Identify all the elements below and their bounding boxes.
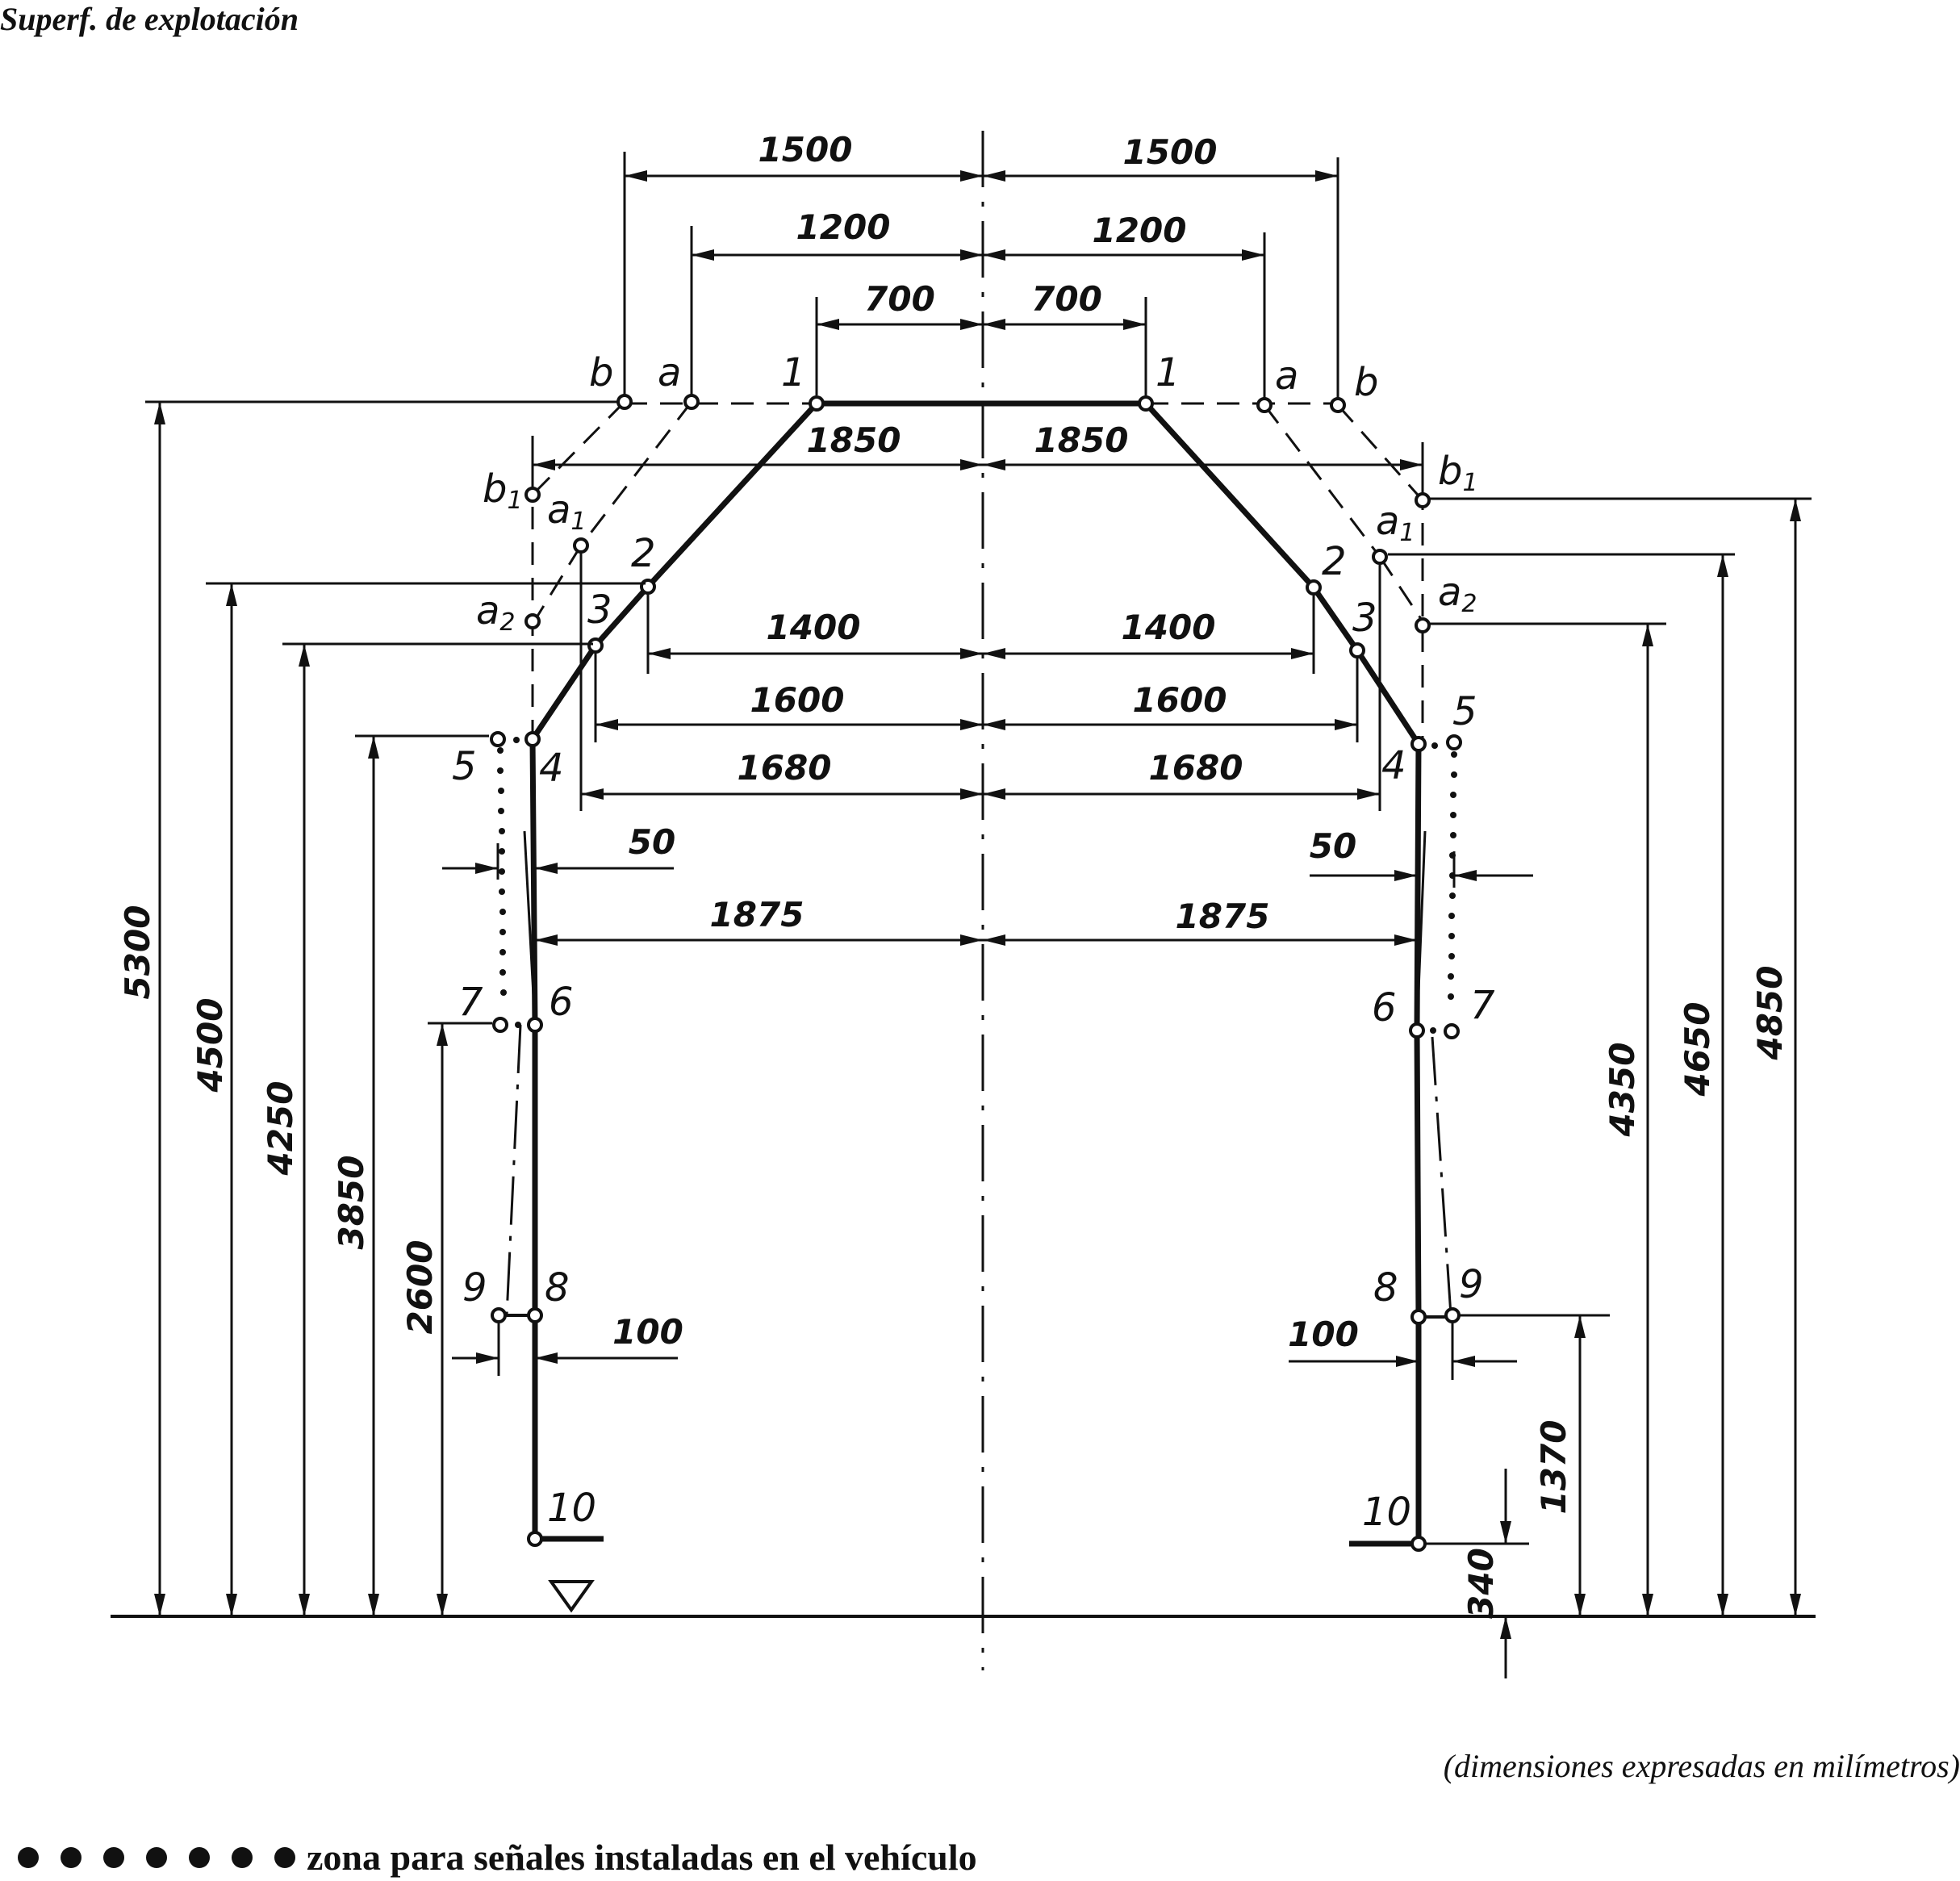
profile-nodes [490,394,1462,1552]
dim-1600-right: 1600 [1133,680,1227,720]
dim-1500-right: 1500 [1123,132,1218,172]
label-10-left: 10 [547,1486,596,1531]
label-a-left: a [658,350,681,395]
dim-50-left: 50 [629,822,675,862]
dim-4500: 4500 [190,998,230,1093]
rail-top-marker [548,1580,595,1613]
label-9-right: 9 [1459,1262,1484,1307]
dim-1400-left: 1400 [767,608,861,647]
label-5-right: 5 [1452,689,1477,734]
label-a1-right: a1 [1376,499,1415,547]
dim-5300: 5300 [118,905,157,1000]
dim-1850-left: 1850 [807,420,901,460]
label-b-right: b [1354,360,1378,405]
dim-1600-left: 1600 [750,680,845,720]
gauge-profile-right [1143,401,1422,1543]
dim-1875-right: 1875 [1176,897,1270,936]
label-2-left: 2 [631,531,656,576]
legend: zona para señales instaladas en el vehíc… [18,1836,977,1879]
dim-340: 340 [1461,1548,1501,1619]
legend-dot [274,1846,295,1868]
label-3-right: 3 [1352,596,1377,641]
label-b1-right: b1 [1438,449,1478,497]
label-4-left: 4 [539,746,564,791]
vertical-dimensions [154,402,1801,1616]
label-b1-left: b1 [483,466,523,515]
label-5-left: 5 [452,744,477,789]
label-a2-left: a2 [476,588,516,637]
dim-1680-right: 1680 [1149,748,1243,788]
horizontal-dimensions [533,170,1423,946]
extension-lines [145,152,1812,1545]
label-6-right: 6 [1372,985,1397,1030]
dim-1850-right: 1850 [1034,420,1129,460]
legend-dot [61,1846,81,1868]
label-7-right: 7 [1470,983,1495,1028]
signal-zone-dots [497,737,1457,1034]
label-a1-left: a1 [547,487,587,536]
dim-1500-left: 1500 [759,130,853,169]
dim-1875-left: 1875 [710,895,804,934]
dim-100-left: 100 [612,1312,683,1352]
label-10-right: 10 [1362,1490,1411,1535]
dim-4350: 4350 [1603,1043,1642,1138]
dim-1400-right: 1400 [1122,608,1216,647]
small-dimensions [442,863,1533,1367]
dim-1370: 1370 [1534,1420,1573,1515]
label-8-left: 8 [545,1265,570,1310]
legend-dot [18,1846,39,1868]
label-1-right: 1 [1156,350,1181,395]
dim-700-left: 700 [864,279,935,319]
legend-dot [232,1846,253,1868]
dim-100-right: 100 [1288,1315,1359,1354]
label-b-left: b [589,350,613,395]
legend-dot [189,1846,210,1868]
label-6-left: 6 [549,980,574,1025]
label-8-right: 8 [1373,1265,1398,1310]
dim-700-right: 700 [1031,279,1102,319]
dim-1200-right: 1200 [1093,211,1187,250]
label-9-left: 9 [462,1265,487,1310]
legend-dot [146,1846,167,1868]
gauge-profile-left [529,401,819,1539]
label-7-left: 7 [458,980,483,1025]
dim-3850: 3850 [332,1156,371,1250]
legend-dot [103,1846,124,1868]
lower-envelopes [499,830,1452,1319]
units-note: (dimensiones expresadas en milímetros) [1443,1748,1960,1784]
legend-text: zona para señales instaladas en el vehíc… [307,1837,977,1878]
label-4-right: 4 [1381,743,1406,788]
dashed-envelopes [531,400,1424,744]
label-3-left: 3 [587,587,612,633]
label-1-left: 1 [781,350,806,395]
dim-50-right: 50 [1310,826,1356,866]
label-2-right: 2 [1322,539,1347,584]
dim-4250: 4250 [261,1081,300,1177]
figure-title: Superf. de explotación [0,1,299,37]
label-a2-right: a2 [1438,570,1477,618]
dim-4850: 4850 [1750,966,1790,1061]
label-a-right: a [1275,353,1298,399]
dim-2600: 2600 [400,1240,440,1335]
dim-4650: 4650 [1678,1002,1717,1097]
dim-1200-left: 1200 [796,207,891,247]
dim-1680-left: 1680 [738,748,832,788]
legend-dots [18,1846,295,1868]
